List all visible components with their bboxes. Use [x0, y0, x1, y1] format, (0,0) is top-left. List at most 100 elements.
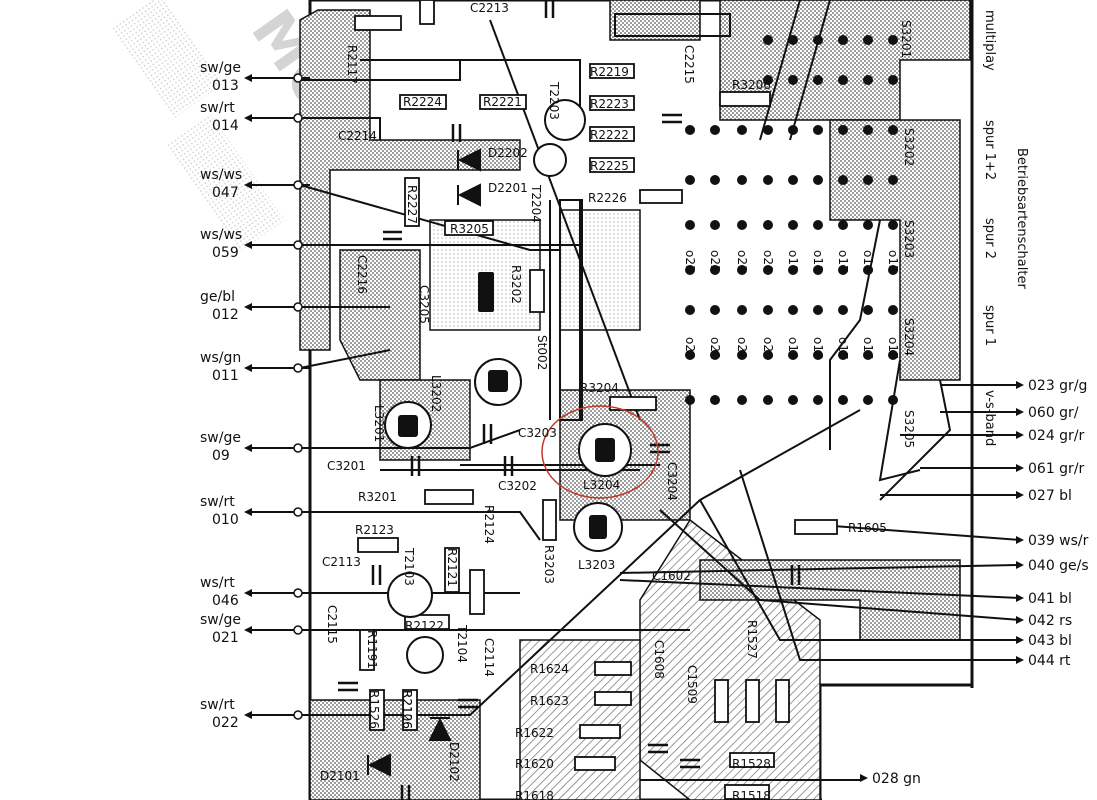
- component-ref-label: R2124: [482, 505, 496, 544]
- connector-number: 09: [212, 448, 230, 464]
- component-ref-label: L3204: [583, 478, 620, 492]
- component-ref-label: S3204: [902, 318, 916, 356]
- connector-number: 021: [212, 630, 239, 646]
- component-ref-label: C1602: [652, 569, 691, 583]
- component-ref-label: R2117: [345, 45, 359, 84]
- component-ref-label: C3202: [498, 479, 537, 493]
- component-ref-label: C3205: [417, 285, 431, 324]
- pin-number: o21: [735, 337, 749, 360]
- switch-contact-pin: [788, 395, 798, 405]
- component-ref-label: S3203: [902, 220, 916, 258]
- pin-number: o17: [836, 250, 850, 273]
- switch-contact-pin: [838, 350, 848, 360]
- connector-label: 043 bl: [1028, 633, 1072, 649]
- switch-contact-pin: [838, 305, 848, 315]
- component-ref-label: R2121: [445, 548, 459, 587]
- diodes: [367, 148, 481, 777]
- switch-contact-pin: [813, 395, 823, 405]
- switch-contact-pin: [888, 350, 898, 360]
- component-ref-label: C2113: [322, 555, 361, 569]
- connector-number: 047: [212, 185, 239, 201]
- switch-contact-pin: [838, 35, 848, 45]
- connector-number: 022: [212, 715, 239, 731]
- component-ref-label: R2123: [355, 523, 394, 537]
- switch-contact-pin: [685, 220, 695, 230]
- component-ref-label: R1620: [515, 757, 554, 771]
- pin-number: o22: [708, 250, 722, 273]
- switch-contact-pin: [888, 305, 898, 315]
- connector-label: 042 rs: [1028, 613, 1072, 629]
- component-ref-label: T2203: [547, 81, 561, 120]
- switch-contact-pin: [737, 265, 747, 275]
- component-ref-label: T2103: [402, 547, 416, 586]
- connector-label: 040 ge/s: [1028, 558, 1089, 574]
- component-ref-label: R1191: [365, 630, 379, 669]
- pin-number: o18: [811, 337, 825, 360]
- switch-contact-pin: [813, 125, 823, 135]
- connector-color: sw/rt: [200, 494, 235, 510]
- switch-contact-pin: [710, 350, 720, 360]
- right-connector: 041 bl: [1016, 591, 1072, 607]
- switch-contact-pin: [813, 220, 823, 230]
- component-ref-label: R1526: [367, 690, 381, 729]
- switch-contact-pin: [838, 220, 848, 230]
- component-ref-label: R2122: [405, 619, 444, 633]
- switch-labels: multiplay spur 1+2 spur 2 spur 1 v-s-ban…: [982, 10, 1029, 446]
- connector-number: 046: [212, 593, 239, 609]
- switch-contact-pin: [788, 175, 798, 185]
- switch-contact-pin: [763, 305, 773, 315]
- switch-contact-pin: [838, 75, 848, 85]
- switch-contact-pin: [863, 265, 873, 275]
- component-ref-label: R2224: [403, 95, 442, 109]
- right-connector: 027 bl: [1016, 488, 1072, 504]
- component-ref-label: R1622: [515, 726, 554, 740]
- right-connector: 043 bl: [1016, 633, 1072, 649]
- switch-label-spur2: spur 2: [982, 218, 997, 259]
- switch-contact-pin: [763, 265, 773, 275]
- connector-label: 041 bl: [1028, 591, 1072, 607]
- component-ref-label: R2222: [590, 128, 629, 142]
- pin-number: o17: [836, 337, 850, 360]
- capacitors: [338, 0, 801, 800]
- component-ref-label: R3205: [450, 222, 489, 236]
- switch-contact-pin: [863, 35, 873, 45]
- pin-number: o16: [861, 337, 875, 360]
- switch-contact-pin: [788, 305, 798, 315]
- component-ref-label: S3201: [899, 20, 913, 58]
- connector-label: 044 rt: [1028, 653, 1071, 669]
- connector-number: 012: [212, 307, 239, 323]
- component-ref-label: C2215: [682, 45, 696, 84]
- switch-contact-pin: [863, 395, 873, 405]
- switch-contact-pin: [763, 220, 773, 230]
- pin-number: o21: [735, 250, 749, 273]
- component-ref-label: R2221: [483, 95, 522, 109]
- switch-contact-pin: [888, 125, 898, 135]
- left-connector-labels: sw/ge013sw/rt014ws/ws047ws/ws059ge/bl012…: [200, 60, 310, 731]
- switch-contact-pin: [838, 265, 848, 275]
- component-ref-label: R1527: [745, 620, 759, 659]
- right-connector: 024 gr/r: [1016, 428, 1085, 444]
- component-ref-label: T2204: [529, 184, 543, 223]
- component-ref-label: R2226: [588, 191, 627, 205]
- switch-contact-pin: [710, 125, 720, 135]
- pin-number: o23: [683, 250, 697, 273]
- pin-number: o18: [811, 250, 825, 273]
- component-ref-label: R1518: [732, 789, 771, 800]
- pin-number: o15: [886, 250, 900, 273]
- component-ref-label: C3204: [665, 462, 679, 501]
- switch-contact-pin: [888, 35, 898, 45]
- switch-contact-pin: [737, 125, 747, 135]
- header-blocks: [559, 13, 731, 421]
- switch-contact-pin: [788, 265, 798, 275]
- pin-number: o19: [786, 337, 800, 360]
- right-connector: 023 gr/g: [1016, 378, 1087, 394]
- component-ref-label: C3201: [327, 459, 366, 473]
- component-ref-label: S3205: [902, 410, 916, 448]
- component-ref-label: C2216: [355, 255, 369, 294]
